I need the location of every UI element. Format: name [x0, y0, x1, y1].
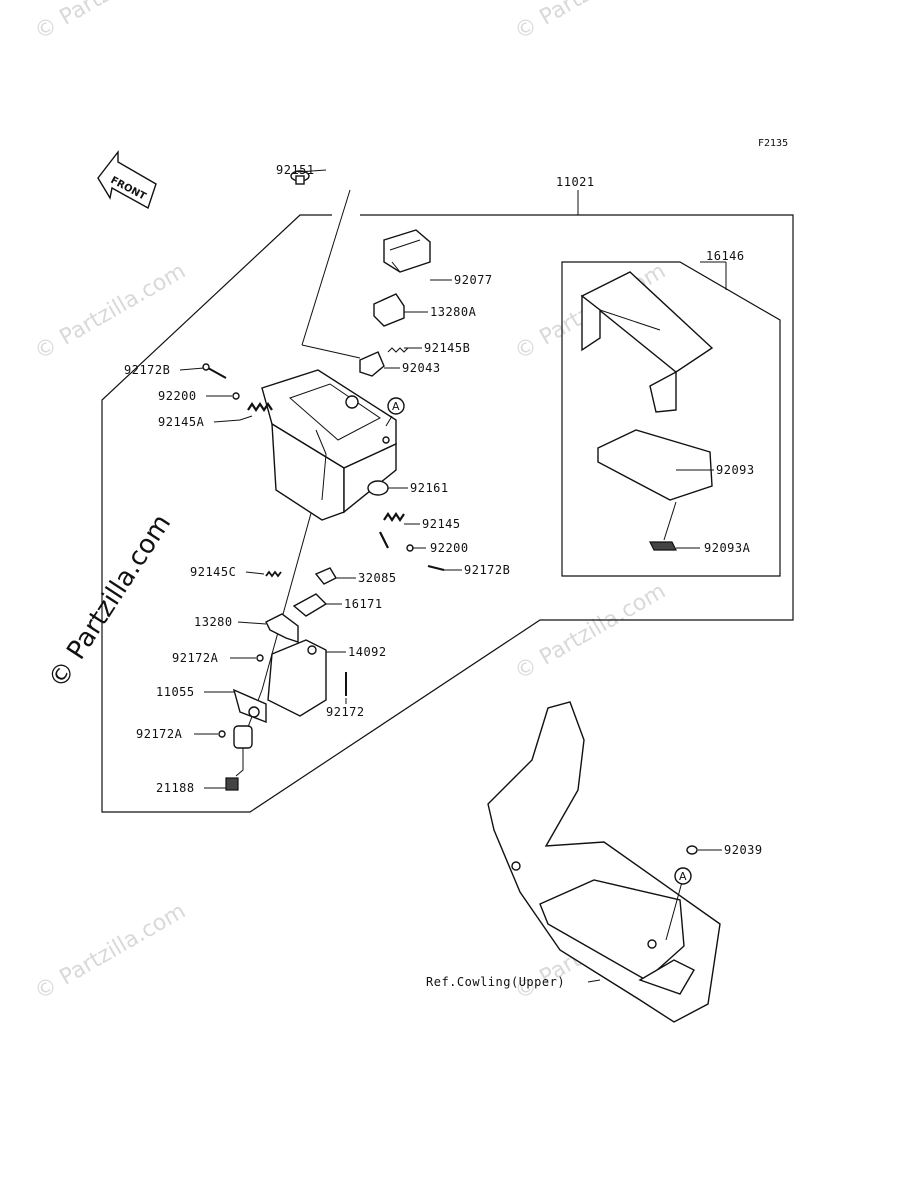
label-92145B: 92145B: [424, 341, 470, 355]
bolt-92039: [686, 845, 698, 855]
label-92093: 92093: [716, 463, 755, 477]
bolt-92151: [290, 170, 310, 185]
screw-92172A-bot: [218, 730, 226, 738]
clip-92043: [359, 351, 385, 377]
label-14092: 14092: [348, 645, 387, 659]
part-labels: 92151 11021 92077 13280A 92145B 92043 92…: [124, 163, 763, 989]
watermark: © Partzilla.com: [31, 899, 191, 1006]
cover-92077: [383, 229, 431, 273]
label-16171: 16171: [344, 597, 383, 611]
screw-92172B-top: [202, 363, 227, 379]
svg-text:A: A: [679, 870, 687, 883]
label-92151: 92151: [276, 163, 315, 177]
leader-lines: [179, 169, 722, 983]
spring-92145: [379, 512, 405, 549]
label-11055: 11055: [156, 685, 195, 699]
lever-32085: [314, 567, 337, 585]
lid-16146: [580, 271, 714, 413]
watermark: © Partzilla.com: [31, 259, 191, 366]
subassembly-frame: [561, 261, 781, 577]
spring-92145B: [387, 347, 409, 353]
label-21188: 21188: [156, 781, 195, 795]
label-92172B-mid: 92172B: [464, 563, 510, 577]
label-92145C: 92145C: [190, 565, 236, 579]
cowling-upper: [487, 701, 721, 1023]
label-92200-mid: 92200: [430, 541, 469, 555]
watermark-large: © Partzilla.com: [43, 509, 177, 694]
label-11021: 11021: [556, 175, 595, 189]
label-92172B-top: 92172B: [124, 363, 170, 377]
label-92172A-bot: 92172A: [136, 727, 183, 741]
watermark: © Partzilla.com: [511, 579, 671, 686]
label-16146: 16146: [706, 249, 745, 263]
callout-A-upper: A: [385, 397, 405, 427]
spring-92145A: [239, 402, 273, 421]
callout-A-lower: A: [665, 867, 692, 941]
label-92200-top: 92200: [158, 389, 197, 403]
spring-92145C: [265, 570, 282, 578]
screw-92172B-mid: [427, 565, 445, 571]
front-arrow-icon: FRONT: [97, 149, 157, 210]
washer-92200-top: [232, 392, 240, 400]
label-32085: 32085: [358, 571, 397, 585]
bracket-11055: [232, 688, 267, 724]
solenoid-21188: [225, 725, 253, 791]
label-92043: 92043: [402, 361, 441, 375]
watermark: © Partzilla.com: [31, 0, 191, 45]
label-92161: 92161: [410, 481, 449, 495]
label-13280: 13280: [194, 615, 233, 629]
cover-14092: [267, 639, 327, 717]
label-92172A-top: 92172A: [172, 651, 219, 665]
screw-92172A-top: [256, 654, 264, 662]
bracket-16171: [292, 593, 328, 617]
label-92145A: 92145A: [158, 415, 205, 429]
damper-92161: [367, 480, 389, 496]
latch-13280: [265, 613, 299, 643]
label-92093A: 92093A: [704, 541, 751, 555]
label-92172: 92172: [326, 705, 365, 719]
assembly-frame: [101, 214, 794, 813]
pad-92093: [597, 429, 713, 501]
figure-code: F2135: [758, 138, 788, 149]
svg-text:A: A: [392, 400, 400, 413]
bracket-13280A: [373, 293, 405, 327]
label-13280A: 13280A: [430, 305, 477, 319]
label-92077: 92077: [454, 273, 493, 287]
housing-box: [261, 369, 397, 521]
watermark: © Partzilla.com: [511, 0, 671, 45]
label-ref-cowling: Ref.Cowling(Upper): [426, 975, 565, 989]
pad-92093A: [649, 541, 677, 551]
label-92039: 92039: [724, 843, 763, 857]
label-92145: 92145: [422, 517, 461, 531]
